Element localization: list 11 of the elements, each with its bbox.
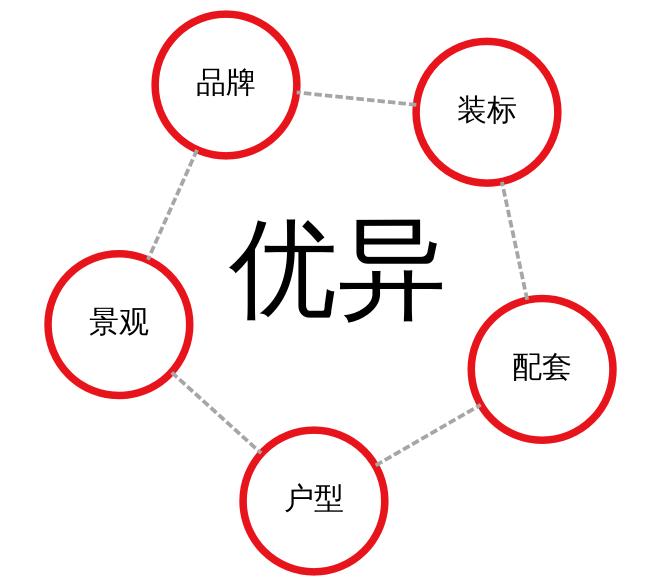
node-circle: 配套 xyxy=(467,294,616,444)
connector xyxy=(500,181,529,300)
node-circle: 装标 xyxy=(412,38,562,187)
label: 优异 xyxy=(228,205,446,332)
node-circle: 景观 xyxy=(44,250,194,400)
connector xyxy=(374,403,482,467)
connector xyxy=(170,370,262,455)
node-circle: 品牌 xyxy=(150,10,300,160)
connector xyxy=(146,149,198,260)
connector xyxy=(296,90,416,107)
node-circle: 户型 xyxy=(238,426,388,576)
